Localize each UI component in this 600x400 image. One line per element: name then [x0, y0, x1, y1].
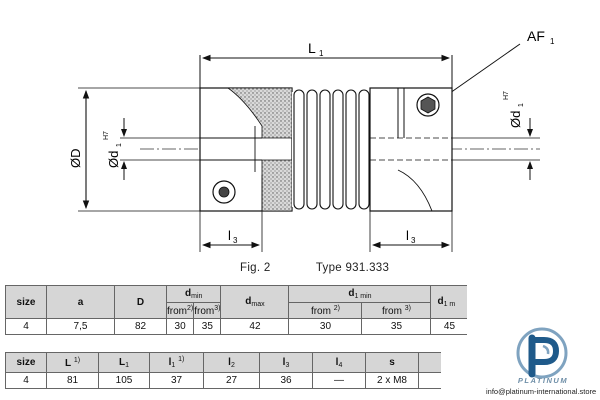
col-d1min-from3: from 3) [361, 302, 432, 319]
cell-l4: — [312, 372, 366, 389]
spec-table-diameters: size a D dmin dmax d1 min d1 m from2) fr… [5, 285, 468, 335]
col-dmin: dmin [165, 285, 222, 303]
col-d1m: d1 m [430, 285, 468, 319]
cell-dmax: 42 [220, 318, 290, 335]
col-L1: L1 [98, 352, 150, 373]
dim-label-d1-right-tol: H7 [503, 91, 510, 100]
spec-table-lengths: size L 1) L1 l1 1) l2 l3 l4 s 4 81 105 3… [5, 352, 441, 389]
left-hub [199, 87, 293, 212]
table-row: 4 7,5 82 30 35 42 30 35 45 [5, 318, 468, 335]
col-d1min-from2: from 2) [288, 302, 363, 319]
dimension-l3-right: l 3 [369, 211, 453, 252]
cell-L1: 105 [98, 372, 150, 389]
figure-number: Fig. 2 [240, 262, 271, 274]
dim-label-l3-right: l [406, 228, 409, 243]
cell-dmin-from3: 35 [193, 318, 222, 335]
cell-d1min-from3: 35 [361, 318, 432, 335]
cell-d1min-from2: 30 [288, 318, 363, 335]
cell-a: 7,5 [46, 318, 115, 335]
col-size: size [5, 352, 47, 373]
dimension-l3-left: l 3 [199, 175, 263, 252]
dimension-d1-left: Ød 1 H7 [103, 118, 205, 180]
col-l4: l4 [312, 352, 366, 373]
dim-label-AF1: AF [527, 28, 545, 44]
col-l2: l2 [203, 352, 260, 373]
contact-email[interactable]: info@platinum-international.store [486, 387, 597, 396]
col-dmin-from2: from2) [165, 302, 195, 319]
cell-d1m: 45 [430, 318, 468, 335]
dimension-AF1: AF 1 [439, 28, 555, 101]
col-l1: l1 1) [149, 352, 204, 373]
bellows [292, 89, 370, 210]
dim-label-l3-right-sub: 3 [411, 236, 416, 245]
col-a: a [46, 285, 115, 319]
cell-l3: 36 [259, 372, 313, 389]
table-row: 4 81 105 37 27 36 — 2 x M8 [5, 372, 441, 389]
dim-label-d1-left-sub: 1 [116, 143, 123, 147]
cell-l1: 37 [149, 372, 204, 389]
dimension-D: ØD [68, 87, 200, 212]
right-hub [369, 87, 453, 212]
dim-label-AF1-sub: 1 [550, 37, 555, 46]
cell-L: 81 [46, 372, 99, 389]
col-dmin-from3: from3) [193, 302, 222, 319]
cell-l2: 27 [203, 372, 260, 389]
brand-wordmark: PLATINUM [517, 376, 569, 385]
dim-label-d1-right-sub: 1 [518, 103, 525, 107]
col-L: L 1) [46, 352, 99, 373]
col-size: size [5, 285, 47, 319]
dim-label-D: ØD [68, 149, 83, 169]
figure-type: Type 931.333 [315, 262, 390, 274]
dim-label-L1: L [308, 40, 316, 56]
dimension-d1-right: Ød 1 H7 [452, 91, 540, 180]
dimension-L1: L 1 [199, 40, 453, 90]
dim-label-l3-left-sub: 3 [233, 236, 238, 245]
col-d1min: d1 min [288, 285, 432, 303]
coupling-technical-drawing: L 1 AF 1 ØD Ød 1 H7 [68, 28, 555, 252]
cell-D: 82 [114, 318, 167, 335]
figure-caption: Fig. 2 Type 931.333 [240, 262, 431, 274]
cell-size: 4 [5, 318, 47, 335]
dim-label-d1-left: Ød [106, 151, 121, 168]
platinum-logo-icon [516, 327, 568, 379]
col-dmax: dmax [220, 285, 290, 319]
col-D: D [114, 285, 167, 319]
cell-size: 4 [5, 372, 47, 389]
cell-s: 2 x M8 [365, 372, 419, 389]
dim-label-d1-right: Ød [508, 111, 523, 128]
col-s: s [365, 352, 419, 373]
col-l3: l3 [259, 352, 313, 373]
dim-label-L1-sub: 1 [319, 49, 324, 58]
cell-dmin-from2: 30 [165, 318, 195, 335]
col-cut [418, 352, 441, 373]
dim-label-d1-left-tol: H7 [103, 131, 110, 140]
cell-cut [418, 372, 441, 389]
dim-label-l3-left: l [228, 228, 231, 243]
